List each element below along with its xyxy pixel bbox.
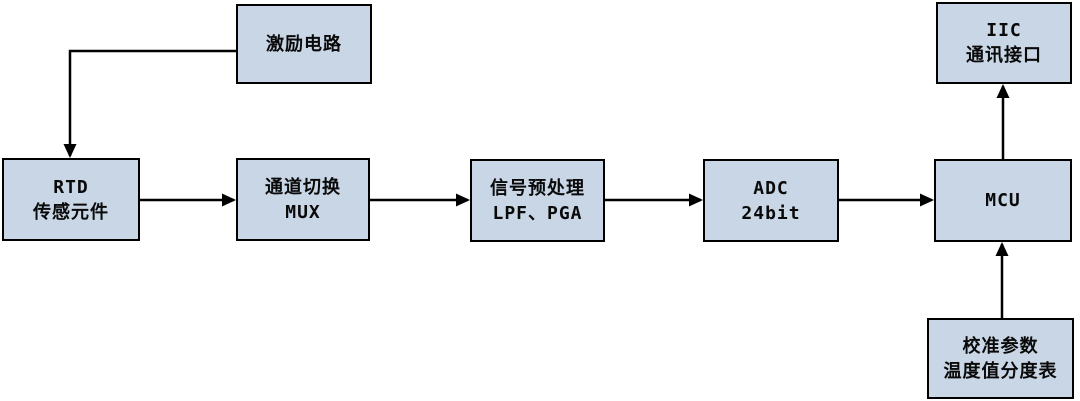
node-label: 激励电路 [266, 33, 342, 55]
node-label: IIC [986, 20, 1022, 41]
node-label: 温度值分度表 [943, 360, 1058, 382]
node-mcu: MCU [934, 159, 1072, 242]
node-channel-mux: 通道切换 MUX [236, 158, 370, 241]
node-label: 通道切换 [265, 176, 341, 198]
node-calibration-table: 校准参数 温度值分度表 [927, 318, 1074, 399]
node-label: 校准参数 [962, 335, 1039, 357]
node-iic-interface: IIC 通讯接口 [936, 2, 1072, 84]
node-label: 通讯接口 [966, 45, 1042, 66]
node-label: 24bit [741, 202, 801, 224]
node-signal-preprocess: 信号预处理 LPF、PGA [470, 159, 605, 242]
node-label: RTD [53, 176, 89, 198]
node-adc: ADC 24bit [703, 159, 839, 242]
node-rtd-sensor: RTD 传感元件 [2, 158, 140, 241]
node-label: 传感元件 [33, 201, 109, 223]
node-label: LPF、PGA [492, 202, 583, 224]
arrow-excitation-to-rtd [63, 49, 236, 158]
node-label: 信号预处理 [490, 177, 585, 199]
node-label: MUX [285, 201, 321, 223]
node-label: MCU [985, 190, 1021, 211]
node-label: ADC [753, 177, 789, 199]
node-excitation-circuit: 激励电路 [236, 4, 372, 84]
